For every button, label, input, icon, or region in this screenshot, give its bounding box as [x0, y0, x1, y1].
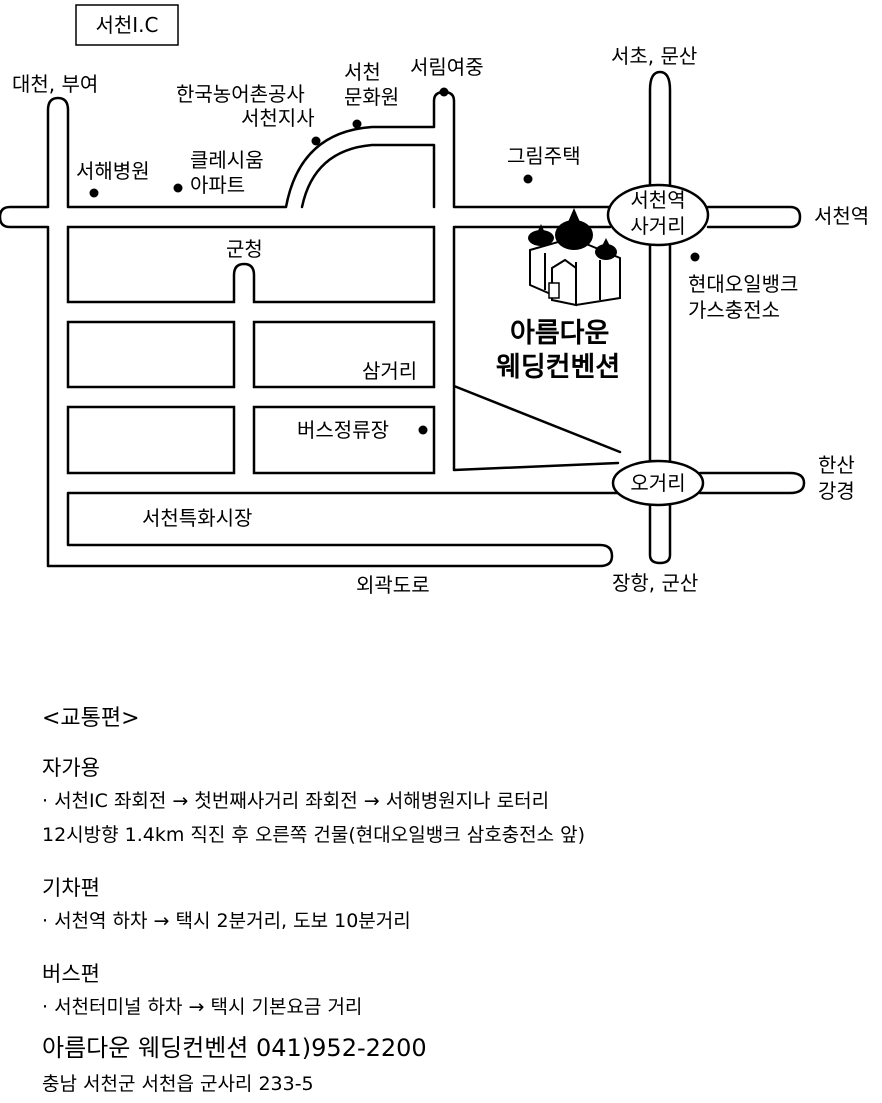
label-culture-2: 문화원	[344, 85, 399, 109]
main-road-vertical	[648, 70, 672, 565]
label-krc-2: 서천지사	[241, 106, 315, 130]
dot-krc	[311, 136, 321, 146]
label-venue-1: 아름다운	[510, 318, 609, 349]
label-seocheon-station: 서천역	[814, 204, 869, 228]
label-hyundai-2: 가스충전소	[688, 298, 780, 322]
transport-info: <교통편> 자가용 · 서천IC 좌회전 → 첫번째사거리 좌회전 → 서해병원…	[42, 700, 862, 1096]
label-hansan: 한산	[818, 453, 855, 477]
label-culture-1: 서천	[344, 60, 381, 84]
label-station-cross-1: 서천역	[630, 188, 685, 212]
curve-road-inner	[300, 143, 436, 209]
label-grim: 그림주택	[507, 144, 581, 168]
dot-seorim	[439, 87, 449, 97]
label-ogeori: 오거리	[630, 471, 685, 495]
label-ganggyeong: 강경	[818, 479, 855, 503]
label-apartment-2: 아파트	[190, 173, 245, 197]
label-krc-1: 한국농어촌공사	[176, 82, 305, 106]
ic-box	[75, 4, 179, 46]
label-hyundai-1: 현대오일뱅크	[688, 272, 798, 296]
label-station-cross-2: 사거리	[630, 214, 685, 238]
ogeori-circle	[611, 459, 705, 507]
label-market: 서천특화시장	[142, 506, 252, 530]
venue-building-icon	[528, 208, 621, 307]
dot-grim	[523, 174, 533, 184]
transport-heading: <교통편>	[42, 706, 140, 731]
label-outer-road: 외곽도로	[356, 573, 430, 597]
car-line-1: · 서천IC 좌회전 → 첫번째사거리 좌회전 → 서해병원지나 로터리	[42, 790, 550, 812]
dot-culture	[352, 119, 362, 129]
block-2b	[252, 320, 436, 389]
station-crossroad-circle	[606, 183, 710, 247]
bus-line: · 서천터미널 하차 → 택시 기본요금 거리	[42, 996, 363, 1018]
label-samgeori: 삼거리	[362, 359, 417, 383]
label-venue-2: 웨딩컨벤션	[496, 352, 620, 383]
contact-name-phone: 아름다운 웨딩컨벤션 041)952-2200	[42, 1034, 427, 1062]
bus-title: 버스편	[42, 962, 100, 986]
block-3b	[252, 405, 436, 475]
car-title: 자가용	[42, 756, 100, 780]
label-bus-terminal: 버스정류장	[297, 418, 389, 442]
ic-label: 서천I.C	[95, 13, 158, 37]
location-map: 서천I.C 대천, 부여 한국농어촌공사 서천지사 서천 문화원 서림여중 서초…	[0, 4, 869, 597]
contact-address: 충남 서천군 서천읍 군사리 233-5	[42, 1073, 314, 1095]
outer-road-line	[0, 90, 806, 568]
label-apartment-1: 클레시움	[190, 148, 264, 172]
label-janghang-gunsan: 장항, 군산	[612, 571, 698, 595]
block-3a	[66, 405, 236, 475]
car-line-2: 12시방향 1.4km 직진 후 오른쪽 건물(현대오일뱅크 삼호충전소 앞)	[42, 824, 586, 846]
label-hospital: 서해병원	[76, 159, 150, 183]
dot-apartment	[173, 183, 183, 193]
block-county	[66, 225, 436, 304]
dot-hyundai	[690, 252, 700, 262]
label-seocho-munsan: 서초, 문산	[611, 44, 697, 68]
label-seorim: 서림여중	[410, 55, 484, 79]
dot-bus	[418, 425, 428, 435]
train-line: · 서천역 하차 → 택시 2분거리, 도보 10분거리	[42, 910, 411, 932]
label-county: 군청	[226, 237, 263, 261]
label-daecheon-buyeo: 대천, 부여	[12, 72, 98, 96]
dot-hospital	[89, 188, 99, 198]
train-title: 기차편	[42, 876, 100, 900]
block-2a	[66, 320, 236, 389]
